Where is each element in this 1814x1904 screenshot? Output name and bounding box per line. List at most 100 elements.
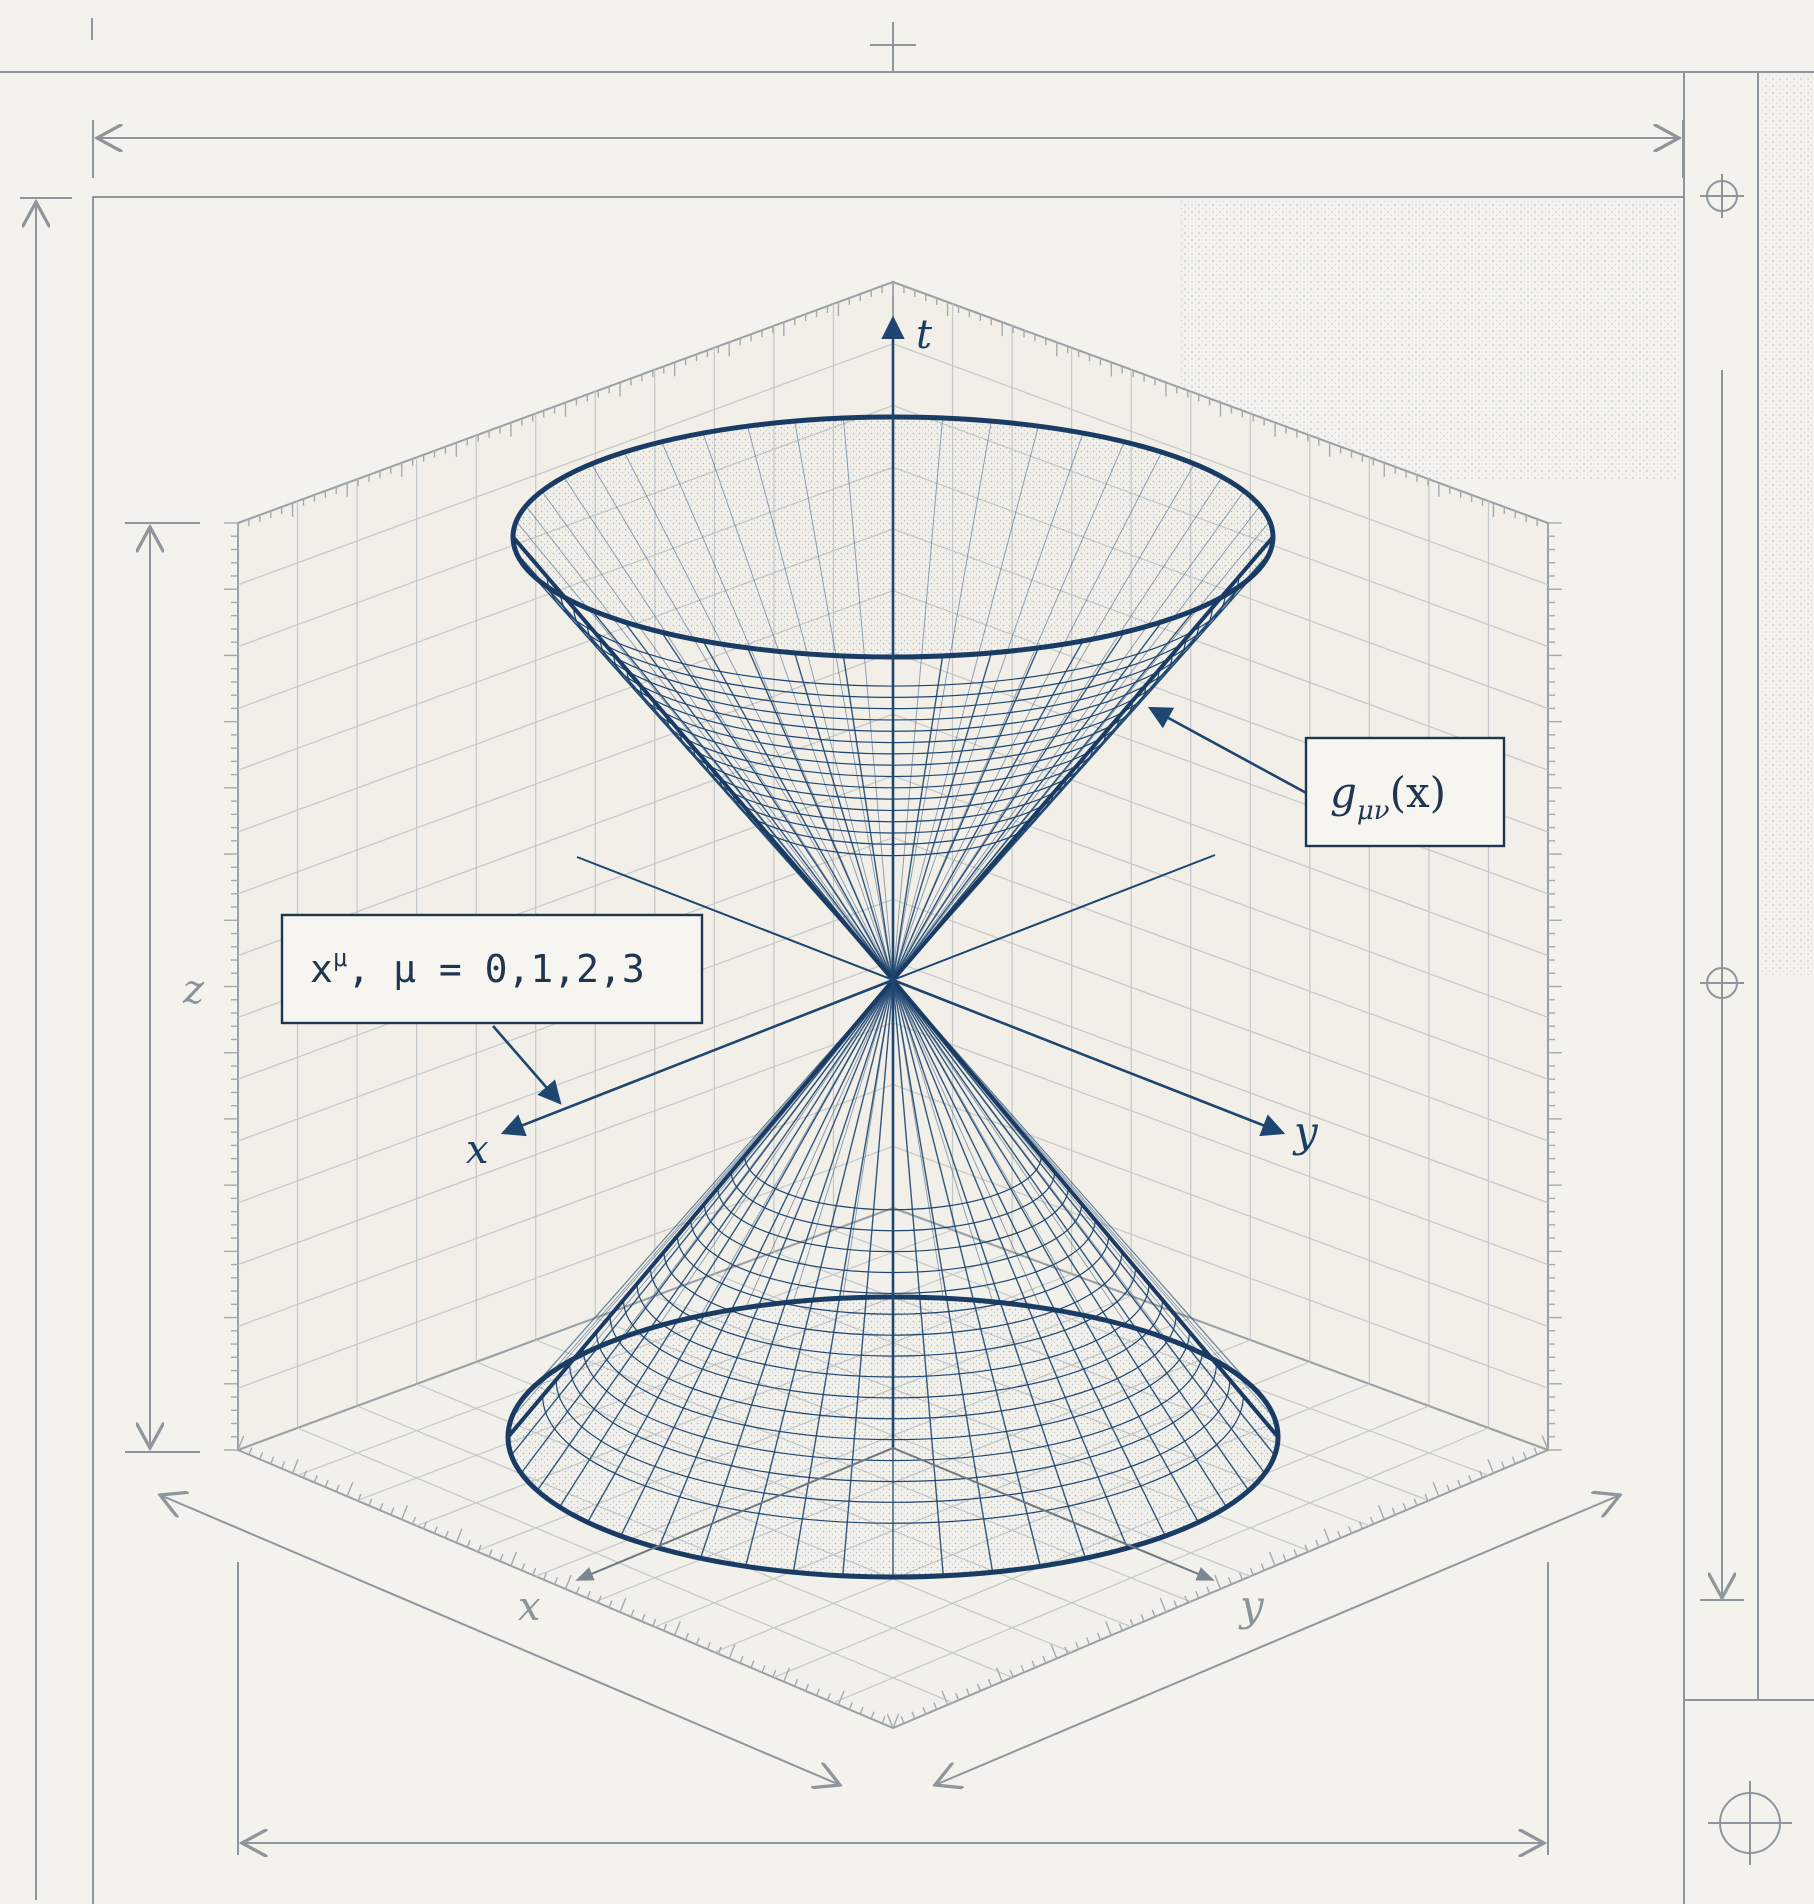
coordinate-index: μ bbox=[333, 944, 347, 972]
grid-line bbox=[1424, 1493, 1429, 1502]
grid-line bbox=[455, 1528, 463, 1543]
grid-line bbox=[859, 1706, 864, 1715]
cone-generator bbox=[661, 441, 894, 981]
x-axis-label: x bbox=[466, 1127, 489, 1173]
grid-line bbox=[477, 1544, 482, 1553]
grid-line bbox=[1358, 1521, 1364, 1530]
halftone-strip bbox=[1760, 75, 1814, 975]
cone-generator bbox=[892, 463, 1195, 981]
grid-line bbox=[390, 1507, 395, 1516]
cone-generator bbox=[842, 979, 894, 1576]
edge-ticks bbox=[224, 282, 1562, 1729]
cone-generator bbox=[792, 979, 894, 1302]
grid-line bbox=[641, 1614, 646, 1622]
grid-line bbox=[1075, 1641, 1080, 1650]
grid-line bbox=[297, 1427, 953, 1704]
grid-line bbox=[237, 1022, 894, 1266]
cone-generator bbox=[892, 979, 1276, 1456]
cone-generator bbox=[892, 979, 944, 1299]
grid-line bbox=[1050, 1644, 1058, 1659]
cone-generator bbox=[591, 463, 894, 981]
cone-generator bbox=[892, 432, 1084, 981]
x-axis-back bbox=[892, 854, 1216, 981]
grid-line bbox=[900, 1716, 905, 1724]
grid-line bbox=[619, 1597, 627, 1613]
cone-generator bbox=[842, 417, 894, 981]
grid-line bbox=[1468, 1475, 1473, 1483]
cone-generator bbox=[793, 652, 894, 981]
grid-line bbox=[1260, 1563, 1265, 1571]
grid-line bbox=[1096, 1632, 1102, 1641]
z-axis-label: z bbox=[182, 967, 205, 1013]
grid-line bbox=[1511, 1456, 1516, 1465]
grid-line bbox=[794, 1679, 799, 1687]
cone-generator bbox=[892, 979, 1128, 1327]
grid-line bbox=[324, 1479, 329, 1488]
grid-line bbox=[1009, 1669, 1014, 1678]
metric-symbol: g bbox=[1330, 768, 1357, 817]
metric-argument: (x) bbox=[1390, 768, 1446, 817]
grid-line bbox=[739, 1655, 744, 1664]
x-axis bbox=[500, 978, 894, 1137]
grid-line bbox=[1315, 1540, 1320, 1548]
registration-plus-icon bbox=[870, 22, 916, 72]
cone-generator bbox=[744, 979, 894, 1567]
cone-generator bbox=[745, 979, 894, 1308]
grid-line bbox=[608, 1600, 613, 1608]
grid-line bbox=[772, 1669, 777, 1678]
grid-line bbox=[1214, 1574, 1222, 1590]
cone-generator bbox=[541, 490, 894, 981]
cone-generator bbox=[623, 451, 894, 981]
cone-generator bbox=[794, 421, 894, 981]
grid-line bbox=[1238, 1572, 1243, 1580]
grid-line bbox=[987, 1679, 992, 1687]
grid-line bbox=[695, 1637, 700, 1645]
cone-generator bbox=[892, 979, 994, 1573]
grid-line bbox=[1378, 1505, 1385, 1520]
cone-generator bbox=[892, 979, 1228, 1508]
grid-line bbox=[1348, 1526, 1353, 1534]
cone-generator bbox=[563, 476, 894, 981]
coordinate-range: , μ = 0,1,2,3 bbox=[347, 947, 644, 991]
grid-line bbox=[237, 343, 894, 586]
cone-generator bbox=[536, 979, 894, 1384]
grid-line bbox=[1391, 1507, 1396, 1516]
cone-generator bbox=[892, 631, 1125, 981]
cone-generator bbox=[892, 505, 1261, 981]
grid-line bbox=[313, 1475, 318, 1483]
cone-ring bbox=[582, 1347, 1204, 1462]
coordinates-callout: xμ, μ = 0,1,2,3 bbox=[280, 913, 704, 1105]
cone-generator bbox=[892, 979, 1200, 1523]
grid-line bbox=[892, 713, 1549, 957]
grid-line bbox=[995, 1667, 1003, 1682]
grid-line bbox=[1042, 1655, 1047, 1664]
grid-line bbox=[1479, 1470, 1484, 1479]
grid-line bbox=[237, 1435, 245, 1451]
y-axis-label: y bbox=[1292, 1107, 1319, 1156]
cone-generator bbox=[892, 979, 1129, 1549]
grid-line bbox=[922, 1706, 927, 1715]
grid-line bbox=[1151, 1609, 1156, 1618]
grid-line bbox=[510, 1551, 518, 1567]
grid-line bbox=[833, 1427, 1489, 1704]
cone-silhouette bbox=[511, 535, 895, 982]
coordinate-axes bbox=[500, 315, 1286, 1448]
grid-line bbox=[532, 1567, 537, 1576]
cone-generator bbox=[792, 979, 894, 1573]
grid-line bbox=[1457, 1479, 1462, 1488]
cone-generator bbox=[510, 979, 894, 1456]
grid-line bbox=[837, 1690, 845, 1706]
grid-line bbox=[1522, 1452, 1527, 1460]
grid-line bbox=[553, 1577, 559, 1585]
grid-line bbox=[488, 1549, 493, 1557]
grid-line bbox=[976, 1683, 981, 1692]
grid-line bbox=[1129, 1618, 1134, 1627]
cone-ring bbox=[542, 1395, 1244, 1524]
grid-line bbox=[1118, 1623, 1123, 1631]
grid-line bbox=[466, 1540, 471, 1548]
grid-line bbox=[368, 1498, 373, 1506]
cone-generator bbox=[558, 979, 894, 1508]
grid-line bbox=[674, 1621, 681, 1636]
grid-line bbox=[1432, 1482, 1440, 1497]
grid-line bbox=[401, 1505, 408, 1520]
